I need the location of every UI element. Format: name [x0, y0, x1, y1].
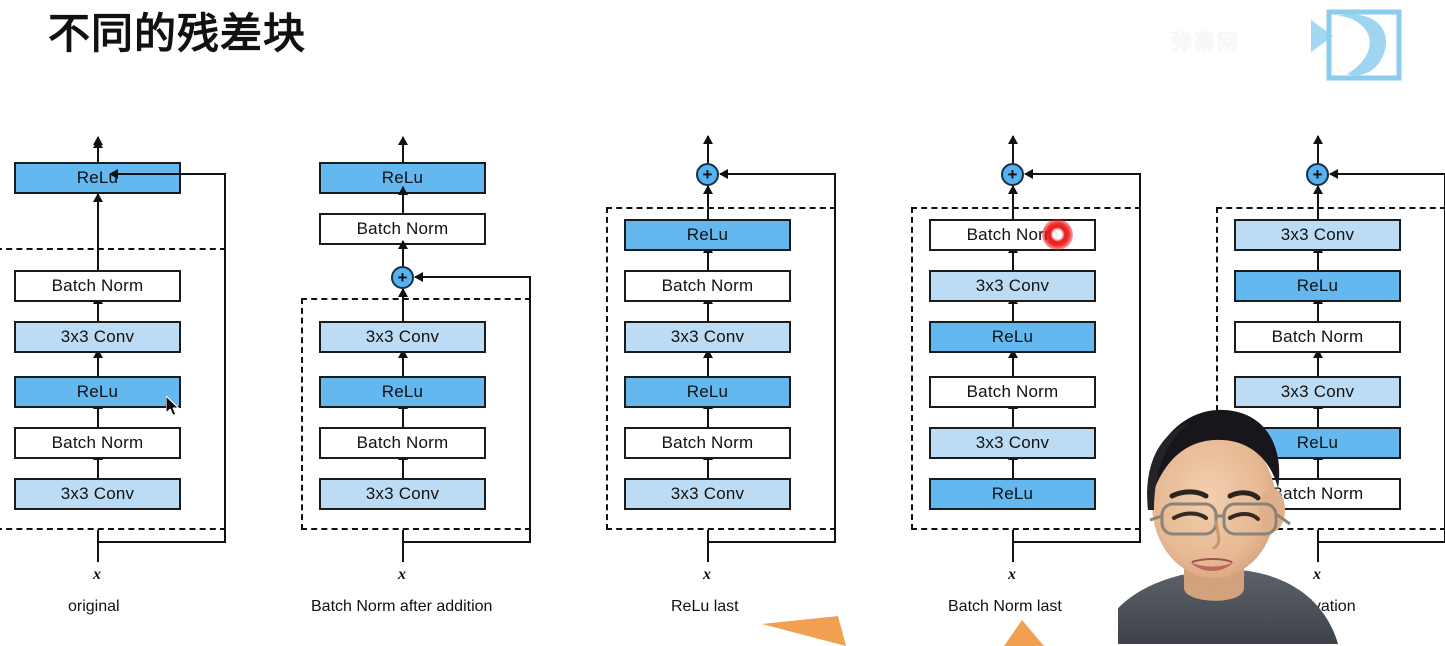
connector-arrow: [398, 349, 408, 376]
node-batch-norm[interactable]: Batch Norm: [929, 219, 1096, 251]
node-relu[interactable]: ReLu: [624, 376, 791, 408]
skip-connection-arrow: [414, 272, 531, 282]
node-conv[interactable]: 3x3 Conv: [319, 321, 486, 353]
skip-connection-vertical: [529, 278, 531, 543]
node-batch-norm[interactable]: Batch Norm: [14, 427, 181, 459]
addition-node[interactable]: +: [391, 266, 414, 289]
node-relu[interactable]: ReLu: [14, 376, 181, 408]
skip-connection-bottom: [1013, 541, 1141, 543]
output-arrow: [93, 136, 103, 162]
output-arrow: [1008, 135, 1018, 163]
input-stem: [97, 530, 99, 562]
skip-connection-vertical: [834, 175, 836, 543]
node-batch-norm[interactable]: Batch Norm: [929, 376, 1096, 408]
skip-connection-vertical: [1139, 175, 1141, 543]
input-stem: [707, 530, 709, 562]
skip-connection-bottom: [403, 541, 531, 543]
connector-arrow: [398, 288, 408, 321]
addition-node[interactable]: +: [1306, 163, 1329, 186]
connector-arrow: [93, 349, 103, 376]
diagram-pre-activation: Batch Norm ReLu 3x3 Conv Batch Norm ReLu…: [1158, 0, 1445, 644]
diagram-batch-norm-last: ReLu 3x3 Conv Batch Norm ReLu 3x3 Conv B…: [853, 0, 1163, 644]
node-conv[interactable]: 3x3 Conv: [929, 427, 1096, 459]
page-title: 不同的残差块: [48, 10, 307, 57]
connector-arrow: [1008, 185, 1018, 219]
node-batch-norm[interactable]: Batch Norm: [624, 270, 791, 302]
diagram-original: 3x3 Conv Batch Norm ReLu 3x3 Conv Batch …: [0, 0, 248, 644]
node-batch-norm[interactable]: Batch Norm: [1234, 321, 1401, 353]
connector-arrow: [703, 185, 713, 219]
skip-connection-arrow: [1024, 169, 1141, 179]
input-label: x: [398, 566, 406, 583]
output-arrow: [1313, 135, 1323, 163]
diagram-caption: Batch Norm last: [948, 598, 1062, 615]
skip-connection-arrow: [719, 169, 836, 179]
node-relu[interactable]: ReLu: [929, 478, 1096, 510]
connector-arrow: [1313, 185, 1323, 219]
output-arrow: [398, 136, 408, 162]
skip-connection-vertical: [224, 175, 226, 543]
node-batch-norm[interactable]: Batch Norm: [624, 427, 791, 459]
skip-connection-bottom: [708, 541, 836, 543]
node-batch-norm-output[interactable]: Batch Norm: [319, 213, 486, 245]
node-conv[interactable]: 3x3 Conv: [624, 478, 791, 510]
input-stem: [402, 530, 404, 562]
output-arrow: [703, 135, 713, 163]
node-relu[interactable]: ReLu: [1234, 427, 1401, 459]
diagram-caption: ReLu last: [671, 598, 739, 615]
addition-node[interactable]: +: [696, 163, 719, 186]
node-conv[interactable]: 3x3 Conv: [1234, 219, 1401, 251]
connector-arrow: [703, 349, 713, 376]
input-stem: [1012, 530, 1014, 562]
diagram-batch-norm-after-addition: 3x3 Conv Batch Norm ReLu 3x3 Conv + Batc…: [243, 0, 553, 644]
node-relu-output[interactable]: ReLu: [14, 162, 181, 194]
node-batch-norm[interactable]: Batch Norm: [1234, 478, 1401, 510]
diagram-caption: original: [68, 598, 120, 615]
input-label: x: [703, 566, 711, 583]
skip-connection-arrow: [109, 169, 226, 179]
diagram-relu-last: 3x3 Conv Batch Norm ReLu 3x3 Conv Batch …: [548, 0, 858, 644]
addition-node[interactable]: +: [1001, 163, 1024, 186]
input-label: x: [1313, 566, 1321, 583]
node-conv[interactable]: 3x3 Conv: [624, 321, 791, 353]
node-conv[interactable]: 3x3 Conv: [1234, 376, 1401, 408]
node-conv[interactable]: 3x3 Conv: [319, 478, 486, 510]
connector-arrow: [1313, 349, 1323, 376]
skip-connection-bottom: [98, 541, 226, 543]
skip-connection-bottom: [1318, 541, 1445, 543]
node-relu[interactable]: ReLu: [319, 376, 486, 408]
diagram-caption: activation: [1288, 598, 1356, 615]
diagram-caption: Batch Norm after addition: [311, 598, 493, 615]
node-batch-norm[interactable]: Batch Norm: [319, 427, 486, 459]
skip-connection-arrow: [1329, 169, 1445, 179]
connector-arrow: [1008, 349, 1018, 376]
node-batch-norm[interactable]: Batch Norm: [14, 270, 181, 302]
input-label: x: [1008, 566, 1016, 583]
input-label: x: [93, 566, 101, 583]
connector-arrow: [398, 240, 408, 266]
node-conv[interactable]: 3x3 Conv: [929, 270, 1096, 302]
input-stem: [1317, 530, 1319, 562]
node-conv[interactable]: 3x3 Conv: [14, 478, 181, 510]
node-conv[interactable]: 3x3 Conv: [14, 321, 181, 353]
node-relu[interactable]: ReLu: [624, 219, 791, 251]
node-relu[interactable]: ReLu: [929, 321, 1096, 353]
node-relu[interactable]: ReLu: [1234, 270, 1401, 302]
connector-arrow: [398, 186, 408, 213]
